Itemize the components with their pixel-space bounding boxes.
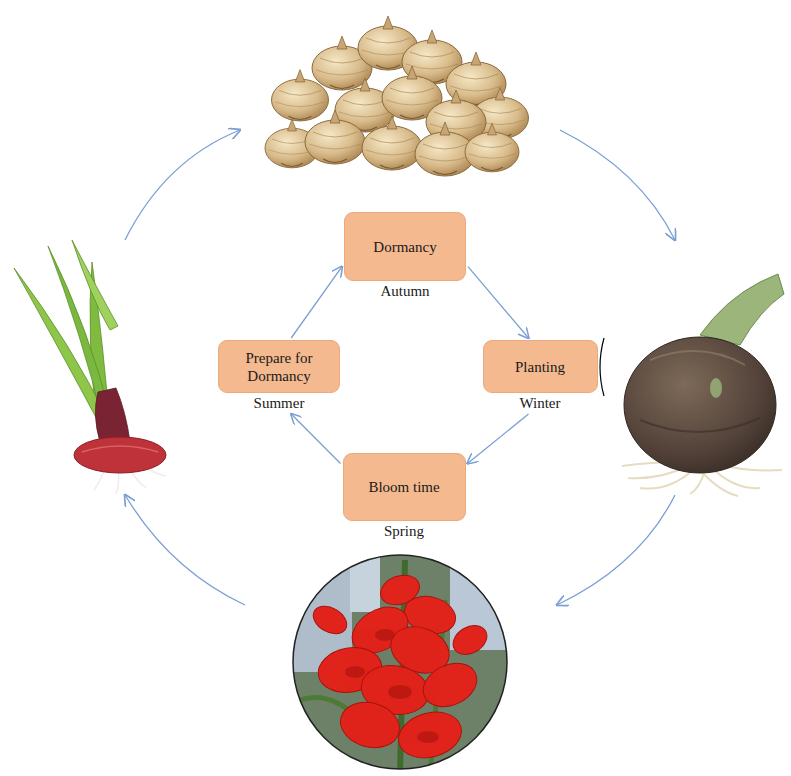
art-shape [308, 570, 492, 765]
cycle-arrows [125, 130, 675, 605]
stage-name: Dormancy [373, 238, 436, 256]
art-shape [416, 655, 484, 715]
cycle-connector [468, 414, 529, 463]
art-shape [417, 731, 439, 743]
stage-node: Prepare for DormancySummer [218, 340, 340, 412]
art-shape [710, 378, 722, 398]
stage-box: Dormancy [344, 212, 466, 281]
art-shape [640, 418, 760, 432]
art-shape [345, 666, 365, 678]
stage-node: Bloom timeSpring [343, 453, 466, 540]
cycle-connector [291, 414, 340, 463]
stage-node: DormancyAutumn [344, 212, 466, 300]
art-shape [116, 470, 119, 494]
art-shape [700, 274, 784, 345]
sprouting-bulb [622, 274, 784, 496]
art-shape [125, 130, 240, 240]
gladiolus-flower [290, 552, 510, 776]
season-label: Winter [519, 394, 560, 412]
art-shape [700, 470, 738, 496]
art-shape [293, 555, 507, 769]
art-shape [95, 388, 130, 442]
art-shape [465, 123, 519, 172]
sprouting-corm [14, 240, 166, 494]
art-shape [650, 351, 745, 365]
art-shape [308, 601, 351, 640]
season-label-row: Winter [483, 394, 598, 412]
corm-pile [265, 16, 529, 176]
art-shape [290, 552, 510, 776]
art-shape [345, 629, 439, 743]
art-shape [290, 552, 510, 776]
bracket-mark [600, 338, 604, 396]
season-label: Autumn [380, 282, 429, 300]
art-shape [335, 696, 404, 754]
art-shape [375, 629, 395, 641]
art-shape [125, 495, 245, 605]
cycle-connector [468, 267, 529, 338]
season-label-row: Autumn [344, 282, 466, 300]
art-shape [82, 446, 158, 452]
stage-box: Bloom time [343, 453, 466, 521]
stage-name: Bloom time [368, 478, 439, 496]
art-shape [388, 685, 412, 699]
season-label: Spring [384, 522, 424, 540]
art-shape [448, 620, 492, 661]
art-shape [560, 130, 675, 240]
season-label: Summer [254, 394, 305, 412]
stage-box: Planting [483, 340, 598, 393]
stage-name: Prepare for Dormancy [227, 349, 331, 385]
stage-box: Prepare for Dormancy [218, 340, 340, 393]
art-shape [624, 337, 776, 473]
art-shape [305, 110, 365, 164]
stage-name: Planting [515, 358, 565, 376]
season-label-row: Summer [218, 394, 340, 412]
cycle-connector [291, 267, 342, 338]
art-shape [393, 705, 466, 764]
art-shape [557, 495, 675, 605]
stage-node: PlantingWinter [483, 340, 598, 412]
art-shape [362, 116, 422, 170]
season-label-row: Spring [343, 522, 466, 540]
art-shape [74, 437, 166, 473]
art-shape [72, 240, 118, 330]
